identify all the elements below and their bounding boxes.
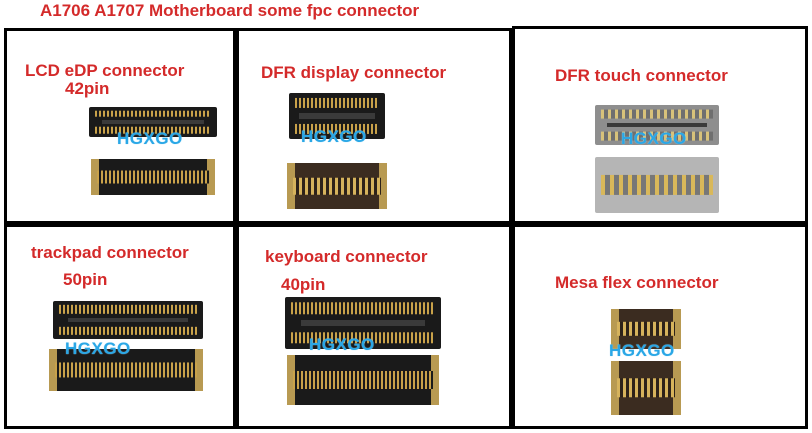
lcd-connector-image-bottom: [91, 159, 215, 195]
trackpad-pin-count: 50pin: [63, 270, 108, 289]
dfr-display-label: DFR display connector: [261, 63, 447, 82]
trackpad-connector-image-bottom: [49, 349, 203, 391]
watermark: HGXGO: [621, 129, 687, 148]
panel-dfr-touch: DFR touch connector HGXGO: [512, 26, 808, 224]
panel-lcd-edp: LCD eDP connector 42pin HGXGO: [4, 28, 236, 224]
dfr-display-image-bottom: [287, 163, 387, 209]
dfr-touch-image-top: [595, 105, 719, 145]
watermark: HGXGO: [309, 335, 375, 354]
keyboard-connector-label: keyboard connector: [265, 247, 428, 266]
mesa-connector-image-bottom: [611, 361, 681, 415]
trackpad-connector-image-top: [53, 301, 203, 339]
keyboard-connector-image-top: [285, 297, 441, 349]
panel-trackpad: trackpad connector 50pin HGXGO: [4, 224, 236, 429]
trackpad-connector-label: trackpad connector: [31, 243, 189, 262]
dfr-touch-image-bottom: [595, 157, 719, 213]
watermark: HGXGO: [609, 341, 675, 360]
panel-mesa: Mesa flex connector HGXGO: [512, 224, 808, 429]
panel-keyboard: keyboard connector 40pin HGXGO: [236, 224, 512, 429]
watermark: HGXGO: [301, 127, 367, 146]
lcd-pin-count: 42pin: [65, 79, 110, 98]
page-title: A1706 A1707 Motherboard some fpc connect…: [40, 1, 420, 20]
keyboard-pin-count: 40pin: [281, 275, 326, 294]
watermark: HGXGO: [117, 129, 183, 148]
lcd-connector-label: LCD eDP connector: [25, 61, 185, 80]
keyboard-connector-image-bottom: [287, 355, 439, 405]
panel-dfr-display: DFR display connector HGXGO: [236, 28, 512, 224]
watermark: HGXGO: [65, 339, 131, 358]
mesa-connector-label: Mesa flex connector: [555, 273, 719, 292]
dfr-touch-label: DFR touch connector: [555, 66, 728, 85]
mesa-connector-image-top: [611, 309, 681, 349]
lcd-connector-image-top: [89, 107, 217, 137]
dfr-display-image-top: [289, 93, 385, 139]
